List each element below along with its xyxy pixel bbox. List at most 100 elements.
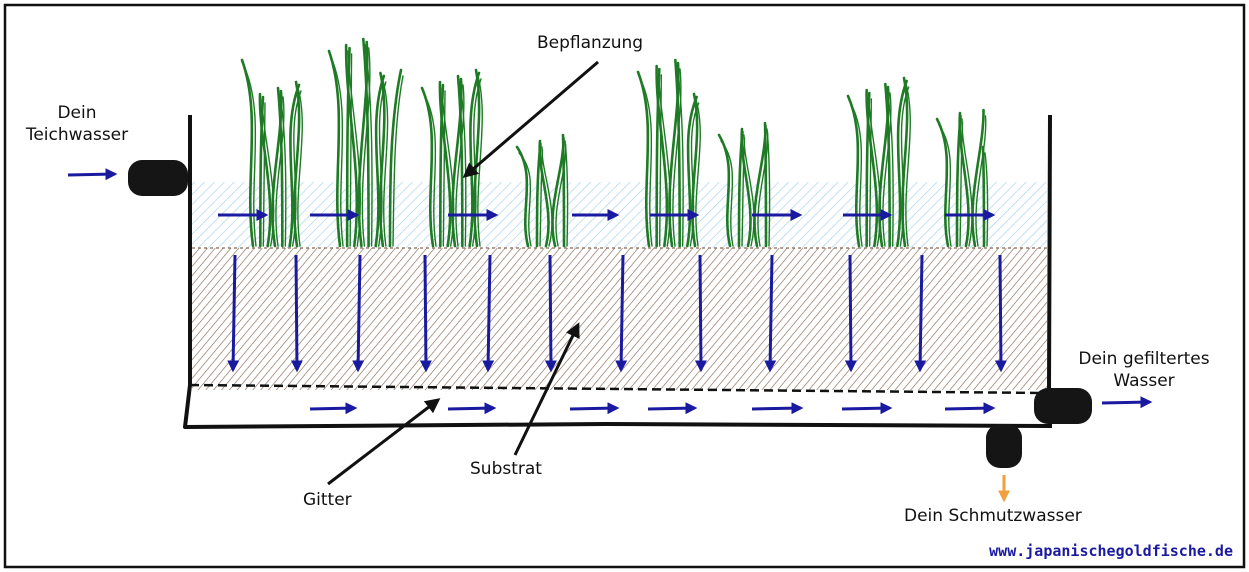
plant-blade xyxy=(327,49,342,248)
plant-blade xyxy=(240,58,255,248)
plant-blade xyxy=(849,101,863,247)
plant-blade xyxy=(518,152,532,247)
downward-flow-arrow xyxy=(227,254,240,373)
plant-blade xyxy=(564,140,569,247)
plant-blade xyxy=(766,128,771,247)
plant-blade xyxy=(878,85,890,248)
plant-blade xyxy=(364,44,373,247)
bottom-flow-arrow xyxy=(309,402,358,415)
downward-flow-arrow xyxy=(615,254,628,373)
plant-cluster xyxy=(717,121,771,248)
plant-blade xyxy=(695,99,701,247)
plant-blade xyxy=(865,88,879,248)
plant-blade xyxy=(740,127,752,248)
plant-blade xyxy=(262,102,266,247)
plant-blade xyxy=(686,95,698,248)
plant-blade xyxy=(981,145,986,248)
plant-blade xyxy=(381,78,389,247)
downward-flow-arrow xyxy=(694,254,707,373)
plant-cluster xyxy=(327,37,404,248)
plant-blade xyxy=(455,84,465,247)
plant-blade xyxy=(763,121,768,248)
plant-blade xyxy=(668,61,680,248)
plant-cluster xyxy=(240,58,303,248)
downward-flow-arrow xyxy=(419,254,432,373)
plant-blade xyxy=(243,65,257,247)
plant-blade xyxy=(743,134,755,247)
plant-blade xyxy=(361,37,370,248)
plant-blade xyxy=(938,124,952,247)
grid-pointer-arrow xyxy=(327,398,441,486)
downward-flow-arrow xyxy=(482,254,495,373)
plant-cluster xyxy=(636,58,701,248)
inlet-pipe xyxy=(128,160,188,196)
grid-label: Gitter xyxy=(303,490,352,510)
plant-blade xyxy=(378,71,386,248)
plant-blade xyxy=(275,96,285,247)
bottom-flow-arrow xyxy=(944,402,996,415)
plant-blade xyxy=(975,115,987,247)
bottom-flow-arrow xyxy=(841,402,893,415)
plant-blade xyxy=(349,53,353,247)
website-label: www.japanischegoldfische.de xyxy=(989,542,1233,560)
plant-blade xyxy=(984,152,989,247)
plant-blade xyxy=(258,92,272,248)
plant-cluster xyxy=(420,68,483,248)
plant-blade xyxy=(901,76,909,248)
plant-blade xyxy=(276,86,284,248)
outer-frame xyxy=(3,3,1246,569)
plant-blade xyxy=(865,91,871,248)
plant-blade xyxy=(971,108,985,248)
plant-blade xyxy=(288,83,301,248)
outlet-label-line2: Wasser xyxy=(1113,371,1175,391)
plant-blade xyxy=(438,80,452,248)
downward-flow-arrow xyxy=(994,254,1007,373)
planting-label: Bepflanzung xyxy=(537,33,644,53)
plant-blade xyxy=(279,93,287,247)
plant-blade xyxy=(676,65,684,247)
plant-blade xyxy=(330,56,344,247)
container-wall-left-bottom xyxy=(183,115,1053,429)
bottom-flow-arrow xyxy=(647,402,698,415)
plant-blade xyxy=(636,70,651,248)
plant-blade xyxy=(886,89,894,247)
bottom-flow-arrow xyxy=(447,402,497,415)
plant-blade xyxy=(459,81,467,247)
outlet-label-line1: Dein gefiltertes xyxy=(1078,349,1210,369)
plant-blade xyxy=(868,98,873,247)
inlet-label-line2: Teichwasser xyxy=(25,125,129,145)
plant-blade xyxy=(961,118,973,247)
plant-blade xyxy=(561,133,566,248)
plant-blade xyxy=(882,92,892,247)
inlet-flow-arrow xyxy=(67,168,118,181)
plant-blade xyxy=(846,94,861,248)
plant-blade xyxy=(655,64,669,248)
plant-blade xyxy=(935,117,950,248)
downward-flow-arrow xyxy=(544,254,557,373)
plant-blade xyxy=(658,74,663,247)
plant-blade xyxy=(293,80,301,248)
plant-blade xyxy=(468,71,481,248)
downward-flow-arrow xyxy=(290,254,303,373)
plant-blade xyxy=(905,83,911,247)
inlet-label-line1: Dein xyxy=(57,103,97,123)
plant-blade xyxy=(374,74,386,248)
drain-label: Dein Schmutzwasser xyxy=(904,506,1082,526)
plant-blade xyxy=(477,75,483,247)
plants xyxy=(240,37,989,248)
plant-cluster xyxy=(515,133,569,248)
plant-blade xyxy=(420,86,435,248)
outlet-label: Dein gefiltertes Wasser xyxy=(1060,348,1228,392)
planting-pointer-arrow xyxy=(462,60,599,178)
downward-flow-arrow xyxy=(352,254,365,373)
plant-blade xyxy=(884,82,891,248)
downward-flow-arrow xyxy=(764,254,777,373)
plant-blade xyxy=(423,93,437,247)
plant-cluster xyxy=(935,108,989,248)
plant-blade xyxy=(691,92,699,248)
plant-blade xyxy=(674,58,681,248)
plant-blade xyxy=(541,146,553,247)
substrate-pointer-arrow xyxy=(513,322,580,456)
